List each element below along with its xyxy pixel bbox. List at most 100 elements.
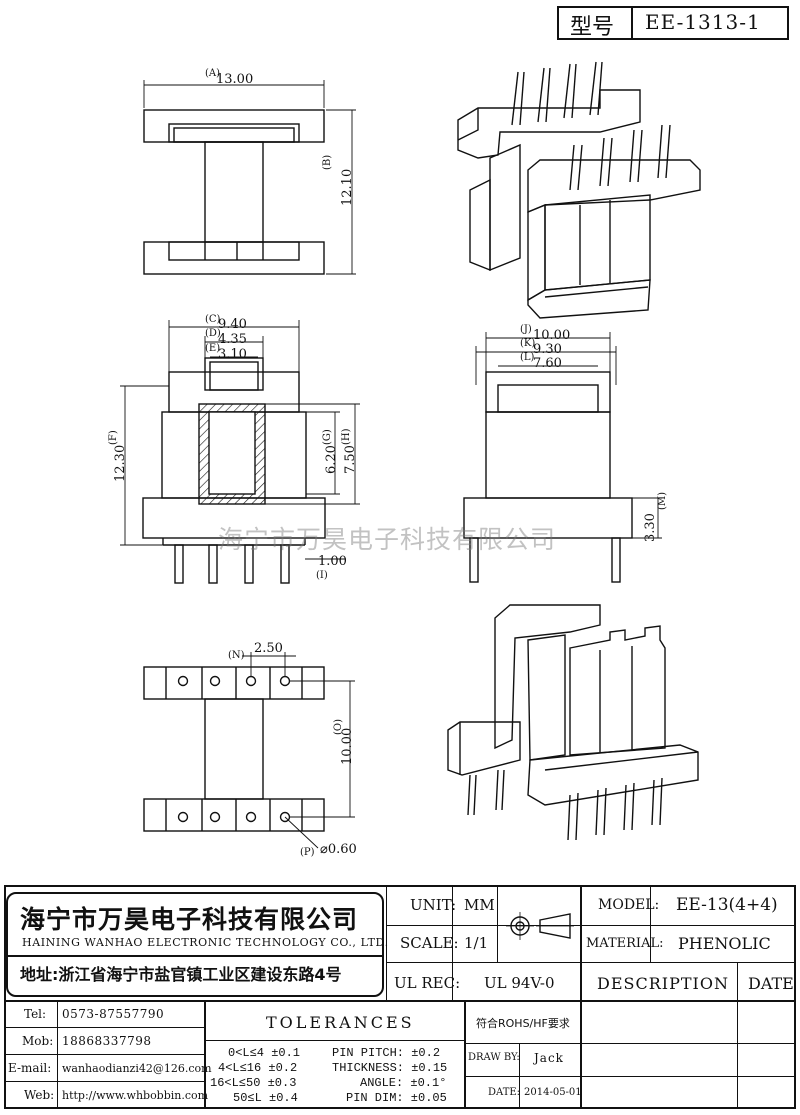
unit-value: MM bbox=[464, 896, 495, 914]
tolerances-right-edge bbox=[464, 1000, 466, 1109]
tolerance-other-4: PIN DIM: ±0.05 bbox=[346, 1091, 447, 1105]
tel-value: 0573-87557790 bbox=[62, 1007, 165, 1021]
dim-n-letter: (N) bbox=[228, 650, 245, 661]
company-box bbox=[6, 892, 384, 997]
ulrec-label: UL REC: bbox=[394, 974, 461, 992]
dim-m-letter: (M) bbox=[657, 491, 668, 510]
dim-m-value: 3.30 bbox=[643, 513, 658, 542]
dim-b-letter: (B) bbox=[322, 154, 333, 170]
spec-grid-h1 bbox=[386, 925, 796, 926]
spec-grid-h2 bbox=[386, 962, 796, 963]
dim-d-value: 4.35 bbox=[218, 332, 247, 347]
dim-k-value: 9.30 bbox=[533, 342, 562, 357]
mob-value: 18868337798 bbox=[62, 1034, 152, 1048]
revision-line-2 bbox=[464, 1076, 796, 1077]
company-divider bbox=[8, 955, 382, 957]
spec-grid-v1 bbox=[386, 885, 387, 1000]
spec-grid-v6 bbox=[737, 962, 738, 1109]
date-header: DATE bbox=[748, 974, 794, 993]
dim-d-letter: (D) bbox=[205, 328, 221, 339]
material-label: MATERIAL: bbox=[586, 936, 664, 951]
mob-label: Mob: bbox=[22, 1034, 54, 1048]
spec-grid-h3 bbox=[4, 1000, 796, 1002]
web-value[interactable]: http://www.whbobbin.com bbox=[62, 1089, 209, 1102]
dim-l-value: 7.60 bbox=[533, 356, 562, 371]
dim-f-letter: (F) bbox=[108, 430, 119, 445]
date-value: 2014-05-01 bbox=[524, 1087, 582, 1098]
tolerance-other-3: ANGLE: ±0.1° bbox=[360, 1076, 447, 1090]
spec-grid-v3 bbox=[497, 885, 498, 962]
tel-label: Tel: bbox=[24, 1007, 47, 1021]
dim-i-letter: (I) bbox=[316, 570, 328, 581]
spec-grid-v2 bbox=[452, 885, 453, 1000]
model-title-box bbox=[557, 6, 789, 40]
draw-by-divider bbox=[519, 1043, 520, 1109]
tolerance-length-2: 4<L≤16 ±0.2 bbox=[218, 1061, 298, 1075]
spec-grid-v5 bbox=[650, 885, 651, 962]
contacts-right-edge bbox=[204, 1000, 206, 1109]
dim-h-letter: (H) bbox=[341, 428, 352, 445]
ulrec-value: UL 94V-0 bbox=[484, 974, 555, 992]
email-label: E-mail: bbox=[8, 1061, 52, 1075]
spec-grid-v4 bbox=[580, 885, 582, 1109]
revision-line-1 bbox=[464, 1043, 796, 1044]
company-name-en: HAINING WANHAO ELECTRONIC TECHNOLOGY CO.… bbox=[22, 936, 389, 949]
tolerance-length-3: 16<L≤50 ±0.3 bbox=[210, 1076, 297, 1090]
dim-a-value: 13.00 bbox=[216, 72, 254, 87]
dim-i-value: 1.00 bbox=[318, 554, 347, 569]
draw-by-value: Jack bbox=[534, 1051, 564, 1065]
web-label: Web: bbox=[24, 1088, 55, 1102]
company-address: 地址:浙江省海宁市盐官镇工业区建设东路4号 bbox=[20, 965, 342, 984]
scale-label: SCALE: bbox=[400, 934, 459, 952]
tolerance-other-1: PIN PITCH: ±0.2 bbox=[332, 1046, 441, 1060]
front-view bbox=[120, 320, 360, 584]
rohs-text: 符合ROHS/HF要求 bbox=[476, 1017, 570, 1030]
projection-symbol-icon bbox=[506, 912, 574, 940]
model-value: EE-13(4+4) bbox=[676, 895, 778, 915]
tolerance-other-2: THICKNESS: ±0.15 bbox=[332, 1061, 448, 1075]
contacts-row-line-1 bbox=[4, 1027, 204, 1028]
dim-g-value: 6.20 bbox=[324, 445, 339, 474]
bottom-view bbox=[143, 652, 355, 849]
dim-h-value: 7.50 bbox=[343, 445, 358, 474]
dim-j-letter: (J) bbox=[520, 324, 532, 335]
description-header: DESCRIPTION bbox=[597, 974, 729, 993]
dim-c-value: 9.40 bbox=[218, 317, 247, 332]
dim-e-value: 3.10 bbox=[218, 347, 247, 362]
tolerances-divider bbox=[204, 1040, 464, 1041]
date-label: DATE: bbox=[488, 1087, 521, 1098]
model-title-divider bbox=[631, 6, 633, 40]
email-value[interactable]: wanhaodianzi42@126.com bbox=[62, 1062, 212, 1075]
unit-label: UNIT: bbox=[410, 896, 457, 914]
scale-value: 1/1 bbox=[464, 934, 489, 952]
dim-g-letter: (G) bbox=[322, 429, 333, 445]
isometric-view-top bbox=[457, 61, 701, 319]
model-title-label: 型号 bbox=[570, 15, 615, 40]
dim-c-letter: (C) bbox=[205, 314, 221, 325]
dim-n-value: 2.50 bbox=[254, 641, 283, 656]
watermark: 海宁市万昊电子科技有限公司 bbox=[218, 525, 557, 554]
model-label: MODEL: bbox=[598, 897, 660, 913]
dim-p-letter: (P) bbox=[300, 847, 315, 858]
title-block-frame bbox=[4, 885, 796, 1109]
dim-k-letter: (K) bbox=[520, 338, 536, 349]
company-name-cn: 海宁市万昊电子科技有限公司 bbox=[20, 905, 359, 934]
dim-e-letter: (E) bbox=[205, 343, 221, 354]
material-value: PHENOLIC bbox=[678, 934, 771, 953]
dim-l-letter: (L) bbox=[520, 352, 535, 363]
side-view bbox=[463, 332, 662, 583]
dim-j-value: 10.00 bbox=[533, 328, 571, 343]
contacts-row-line-3 bbox=[4, 1081, 204, 1082]
draw-by-label: DRAW BY: bbox=[468, 1052, 520, 1063]
tolerance-length-4: 50≤L ±0.4 bbox=[233, 1091, 298, 1105]
technical-drawing bbox=[120, 61, 701, 849]
top-view bbox=[143, 80, 356, 275]
tolerance-length-1: 0<L≤4 ±0.1 bbox=[228, 1046, 301, 1060]
dim-p-value: ⌀0.60 bbox=[320, 842, 357, 857]
dim-b-value: 12.10 bbox=[340, 168, 355, 206]
tolerances-title: TOLERANCES bbox=[266, 1013, 415, 1032]
dim-o-value: 10.00 bbox=[340, 727, 355, 765]
dim-f-value: 12.30 bbox=[113, 444, 128, 482]
contacts-row-line-2 bbox=[4, 1054, 204, 1055]
